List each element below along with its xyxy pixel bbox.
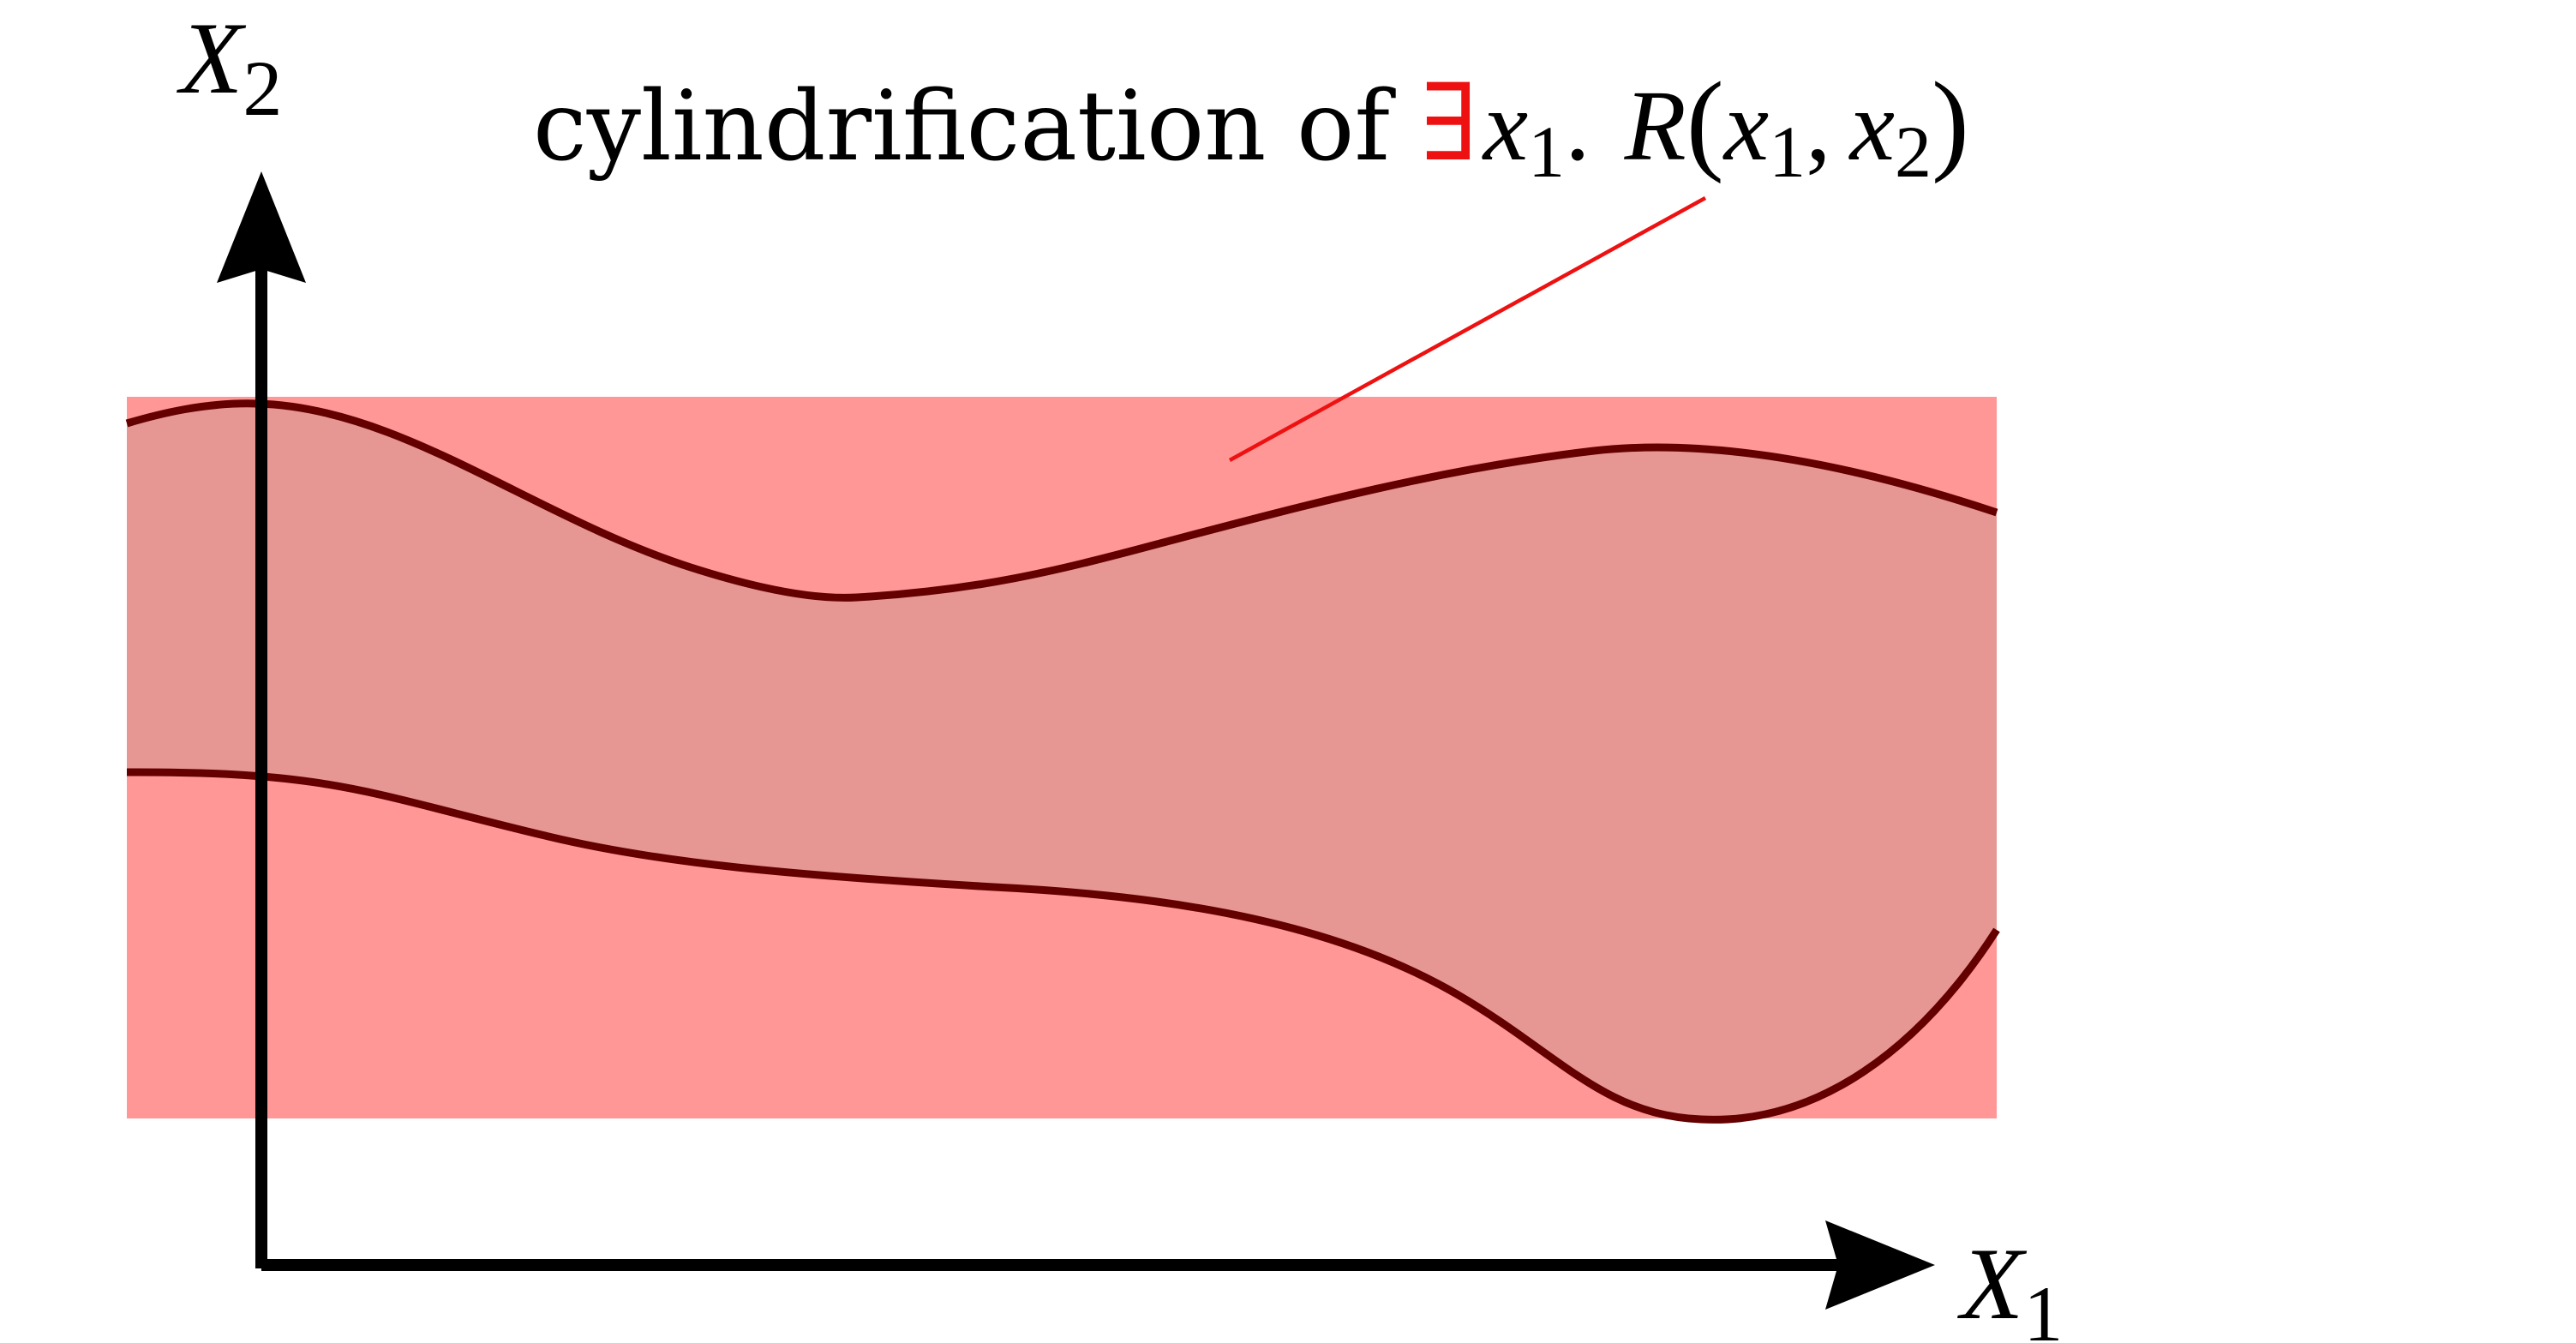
annotation-prefix: cylindrification of bbox=[533, 71, 1421, 183]
arg1-variable: x bbox=[1722, 69, 1769, 182]
bound-variable-subscript: 1 bbox=[1528, 111, 1565, 193]
arg2-subscript: 2 bbox=[1895, 111, 1932, 193]
x2-axis-symbol: X bbox=[177, 1, 247, 115]
x2-axis-arrowhead bbox=[217, 171, 306, 283]
x2-axis-label: X2 bbox=[177, 1, 282, 132]
open-paren: ( bbox=[1686, 58, 1724, 184]
x1-axis-label: X1 bbox=[1957, 1226, 2063, 1343]
relation-upper-boundary bbox=[125, 399, 1998, 602]
existential-quantifier: ∃ bbox=[1421, 65, 1478, 183]
annotation-leader-line bbox=[1228, 196, 1707, 462]
relation-region bbox=[127, 403, 1997, 1120]
bound-variable: x bbox=[1482, 69, 1528, 182]
x1-axis-subscript: 1 bbox=[2023, 1270, 2063, 1343]
arg1-subscript: 1 bbox=[1769, 111, 1806, 193]
relation-symbol: R bbox=[1624, 69, 1686, 182]
close-paren: ) bbox=[1932, 58, 1969, 184]
x1-axis-arrowhead bbox=[1825, 1220, 1935, 1310]
relation-lower-boundary bbox=[126, 768, 2000, 1124]
annotation-formula: cylindrification of ∃x1.R(x1,x2) bbox=[533, 58, 1969, 193]
arg2-variable: x bbox=[1848, 69, 1895, 182]
x1-axis-symbol: X bbox=[1957, 1226, 2028, 1340]
arg-comma: , bbox=[1806, 69, 1831, 182]
binder-dot: . bbox=[1565, 69, 1591, 182]
x2-axis-subscript: 2 bbox=[243, 45, 282, 132]
